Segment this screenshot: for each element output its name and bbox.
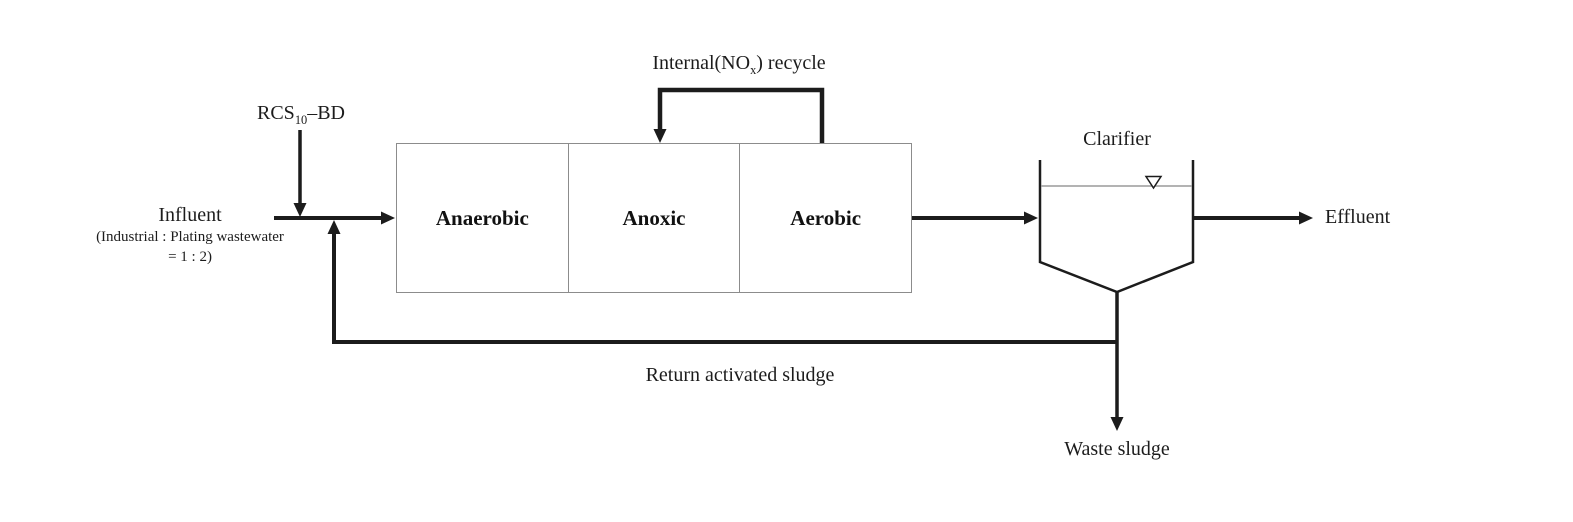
waste-sludge-label: Waste sludge xyxy=(1064,438,1170,460)
rcs-subscript-text: 10 xyxy=(294,113,308,127)
internal-recycle-post-text: ) recycle xyxy=(756,52,826,74)
influent-label-block: Influent (Industrial : Plating wastewate… xyxy=(70,203,310,267)
rcs-base-text: RCS xyxy=(257,102,295,124)
effluent-arrowhead-icon xyxy=(1299,211,1313,225)
internal-recycle-arrowhead-icon xyxy=(653,129,667,143)
clarifier-label: Clarifier xyxy=(1083,128,1151,150)
return-sludge-line xyxy=(332,234,1117,344)
tank-anoxic-label: Anoxic xyxy=(622,205,686,230)
rcs-dosing-arrowhead-icon xyxy=(293,203,307,217)
internal-recycle-line xyxy=(657,87,825,146)
tank-anoxic: Anoxic xyxy=(567,144,740,292)
internal-recycle-subscript-text: x xyxy=(750,63,757,77)
internal-recycle-label: Internal(NOx) recycle xyxy=(629,51,849,76)
influent-detail-line1: (Industrial : Plating wastewater xyxy=(96,229,284,245)
tank-anaerobic-label: Anaerobic xyxy=(435,205,529,230)
influent-arrowhead-icon xyxy=(381,211,395,225)
tank-anaerobic: Anaerobic xyxy=(397,144,568,292)
effluent-label: Effluent xyxy=(1325,206,1391,228)
bioreactor-train: Anaerobic Anoxic Aerobic xyxy=(396,143,912,293)
influent-detail-line2: = 1 : 2) xyxy=(168,249,212,265)
rcs-dosing-label: RCS10–BD xyxy=(246,101,356,126)
return-sludge-arrowhead-icon xyxy=(327,220,341,234)
internal-recycle-pre-text: Internal(NO xyxy=(652,52,751,74)
tank-to-clarifier-arrowhead-icon xyxy=(1024,211,1038,225)
water-level-icon xyxy=(1144,175,1163,190)
rcs-tail-text: –BD xyxy=(307,102,345,124)
influent-title: Influent xyxy=(158,204,222,226)
tank-aerobic: Aerobic xyxy=(739,144,911,292)
return-sludge-label: Return activated sludge xyxy=(645,364,835,386)
tank-aerobic-label: Aerobic xyxy=(790,205,862,230)
clarifier-vessel-outline xyxy=(1038,160,1195,294)
waste-sludge-arrowhead-icon xyxy=(1110,417,1124,431)
